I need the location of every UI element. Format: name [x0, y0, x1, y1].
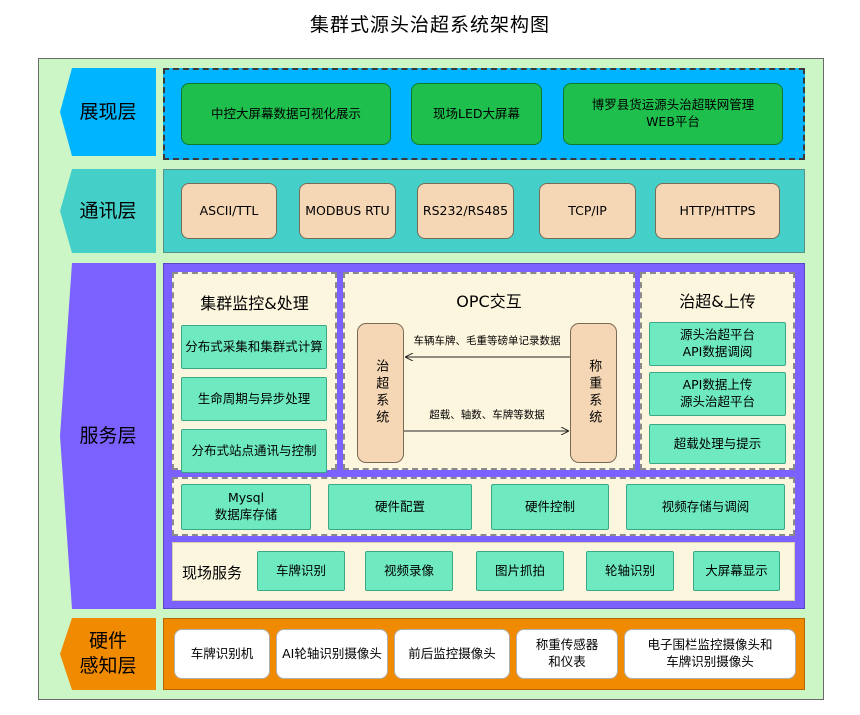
- opc-arrow-bottom-label: 超载、轴数、车牌等数据: [429, 409, 545, 421]
- presentation-layer-label: 展现层: [60, 68, 156, 156]
- overload-upload-title: 治超&上传: [679, 292, 756, 311]
- cluster-item-site-communication: 分布式站点通讯与控制: [181, 429, 327, 473]
- protocol-ascii-ttl: ASCII/TTL: [181, 183, 277, 239]
- service-layer-label: 服务层: [60, 263, 156, 609]
- diagram-title: 集群式源头治超系统架构图: [309, 14, 550, 36]
- protocol-tcp-ip: TCP/IP: [539, 183, 636, 239]
- onsite-image-capture: 图片抓拍: [476, 551, 564, 591]
- onsite-axle-recognition: 轮轴识别: [586, 551, 674, 591]
- onsite-services-label: 现场服务: [182, 564, 243, 582]
- opc-arrow-top-label: 车辆车牌、毛重等磅单记录数据: [413, 335, 561, 347]
- opc-arrows: [404, 340, 570, 440]
- cluster-monitoring-title: 集群监控&处理: [200, 294, 309, 313]
- onsite-big-screen-display: 大屏幕显示: [693, 551, 780, 591]
- hardware-plate-reader: 车牌识别机: [174, 629, 270, 679]
- upload-item-overload-alert: 超载处理与提示: [649, 424, 786, 464]
- cluster-item-lifecycle-async: 生命周期与异步处理: [181, 377, 327, 421]
- infra-hardware-config: 硬件配置: [328, 484, 472, 530]
- presentation-item-led-screen: 现场LED大屏幕: [411, 83, 542, 145]
- opc-left-system: 治超系统: [357, 323, 404, 463]
- hardware-layer-label: 硬件 感知层: [60, 618, 156, 690]
- communication-layer-label: 通讯层: [60, 169, 156, 253]
- hardware-weighing-sensor: 称重传感器 和仪表: [516, 629, 618, 679]
- opc-interaction-title: OPC交互: [456, 292, 522, 311]
- infra-mysql-storage: Mysql 数据库存储: [181, 484, 311, 530]
- upload-item-api-query: 源头治超平台 API数据调阅: [649, 322, 786, 366]
- protocol-rs232-rs485: RS232/RS485: [417, 183, 514, 239]
- opc-right-system: 称重系统: [570, 323, 617, 463]
- presentation-item-web-platform: 博罗县货运源头治超联网管理 WEB平台: [563, 83, 783, 145]
- infra-video-storage: 视频存储与调阅: [626, 484, 785, 530]
- hardware-ai-axle-camera: AI轮轴识别摄像头: [276, 629, 388, 679]
- presentation-item-dashboard: 中控大屏幕数据可视化展示: [181, 83, 391, 145]
- hardware-fence-camera: 电子围栏监控摄像头和 车牌识别摄像头: [624, 629, 796, 679]
- onsite-plate-recognition: 车牌识别: [257, 551, 345, 591]
- onsite-video-recording: 视频录像: [365, 551, 453, 591]
- protocol-http-https: HTTP/HTTPS: [655, 183, 780, 239]
- upload-item-api-upload: API数据上传 源头治超平台: [649, 372, 786, 416]
- infra-hardware-control: 硬件控制: [491, 484, 609, 530]
- protocol-modbus-rtu: MODBUS RTU: [299, 183, 396, 239]
- cluster-item-distributed-compute: 分布式采集和集群式计算: [181, 325, 327, 369]
- hardware-front-rear-camera: 前后监控摄像头: [394, 629, 510, 679]
